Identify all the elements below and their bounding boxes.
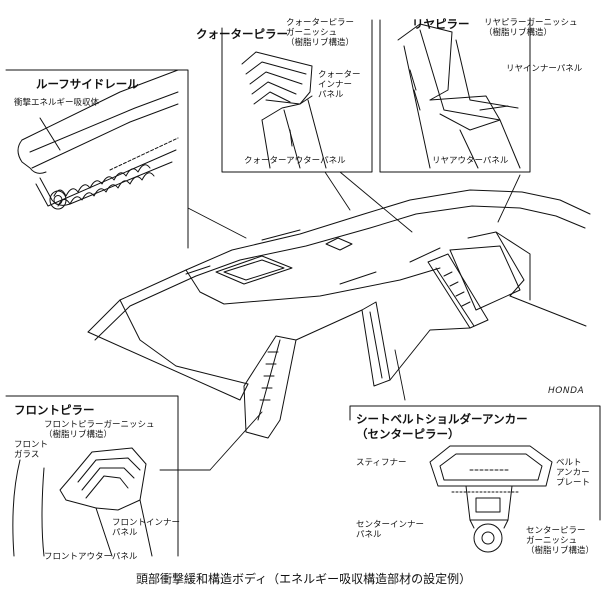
label-rear-inner-panel: リヤインナーパネル [506, 64, 583, 74]
label-center-inner-panel: センターインナー パネル [356, 520, 425, 540]
front-pillar-title: フロントピラー [14, 403, 95, 417]
roof-side-rail-title: ルーフサイドレール [36, 77, 139, 91]
seatbelt-anchor-title: シートベルトショルダーアンカー （センターピラー） [356, 412, 528, 441]
label-quarter-inner-panel: クォーター インナー パネル [318, 70, 361, 100]
figure-caption: 頭部衝撃緩和構造ボディ（エネルギー吸収構造部材の設定例） [136, 572, 472, 586]
label-front-inner-panel: フロントインナー パネル [112, 518, 181, 538]
label-front-outer-panel: フロントアウターパネル [44, 552, 138, 562]
label-quarter-outer-panel: クォーターアウターパネル [244, 156, 346, 166]
label-front-pillar-garnish: フロントピラーガーニッシュ （樹脂リブ構造） [44, 420, 155, 440]
quarter-pillar-title: クォーターピラー [196, 27, 288, 41]
front-pillar-detail [12, 447, 153, 557]
label-energy-absorber: 衝撃エネルギー吸収体 [14, 98, 100, 108]
label-rear-outer-panel: リヤアウターパネル [432, 156, 509, 166]
label-quarter-pillar-garnish: クォーターピラー ガーニッシュ （樹脂リブ構造） [286, 18, 355, 48]
label-center-pillar-garnish: センターピラー ガーニッシュ （樹脂リブ構造） [526, 526, 595, 556]
label-belt-anchor-plate: ベルト アンカー プレート [556, 458, 591, 488]
quarter-pillar-detail [241, 51, 327, 169]
roof-side-rail-detail [17, 69, 179, 210]
leader-lines [159, 171, 521, 471]
callout-frames [5, 17, 601, 557]
label-stiffener: スティフナー [356, 458, 407, 468]
label-rear-pillar-garnish: リヤピラーガーニッシュ （樹脂リブ構造） [484, 18, 578, 38]
seat-belt-anchor-detail [429, 445, 553, 553]
brand-label: HONDA [548, 386, 585, 396]
rear-pillar-title: リヤピラー [412, 17, 470, 31]
rear-pillar-detail [397, 23, 521, 169]
label-front-glass: フロント ガラス [14, 440, 49, 460]
car-body [87, 189, 591, 439]
